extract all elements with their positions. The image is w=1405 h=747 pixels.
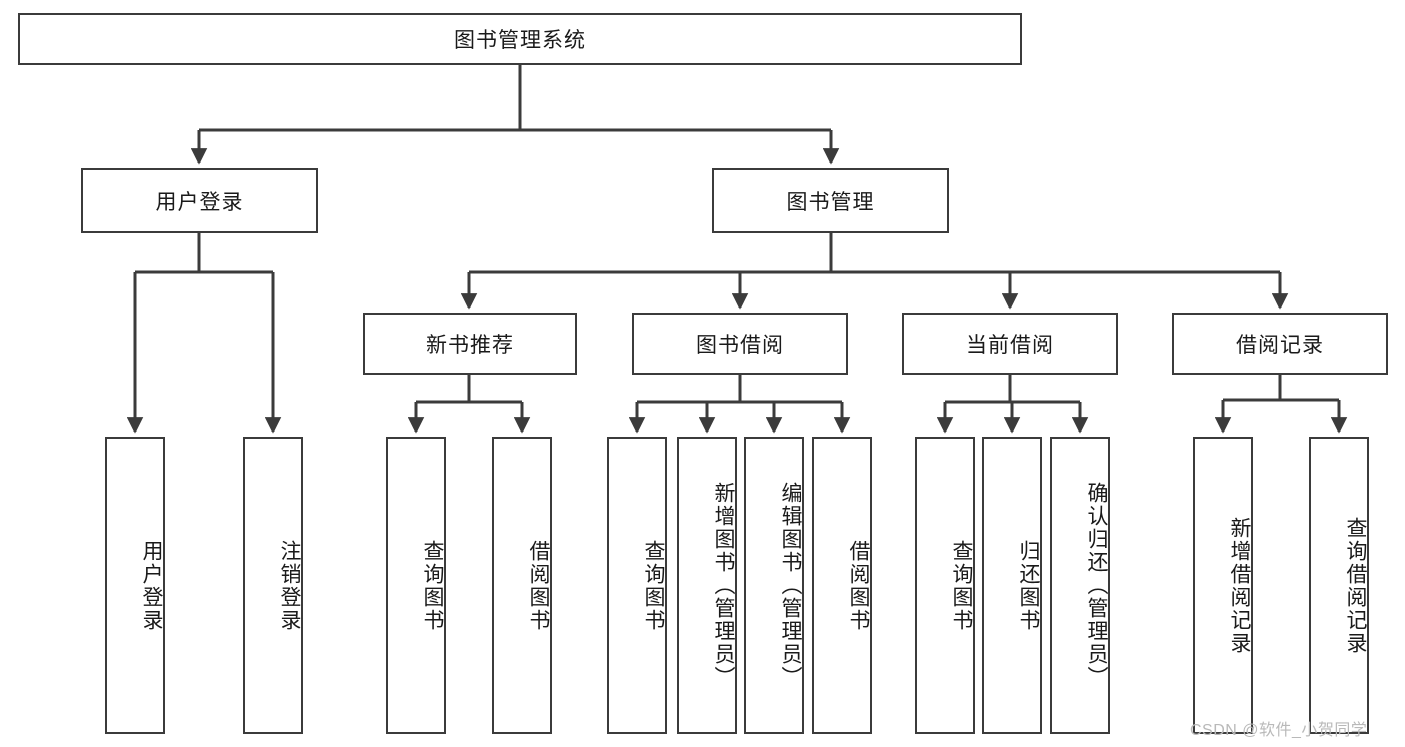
csdn-watermark: CSDN @软件_小贺同学 xyxy=(1190,722,1368,739)
node-leaf-query-book-3[interactable]: 查询图书 xyxy=(915,437,975,734)
node-leaf-borrow-book-2[interactable]: 借阅图书 xyxy=(812,437,872,734)
node-new-book-rec[interactable]: 新书推荐 xyxy=(363,313,577,375)
node-leaf-query-record-label: 查询借阅记录 xyxy=(1344,516,1367,655)
node-leaf-user-login-label: 用户登录 xyxy=(140,539,163,632)
node-leaf-add-book-label: 新增图书（管理员） xyxy=(712,482,735,689)
node-leaf-borrow-book-1[interactable]: 借阅图书 xyxy=(492,437,552,734)
node-book-borrow-label: 图书借阅 xyxy=(696,334,784,357)
node-leaf-edit-book[interactable]: 编辑图书（管理员） xyxy=(744,437,804,734)
node-leaf-confirm-return[interactable]: 确认归还（管理员） xyxy=(1050,437,1110,734)
node-leaf-add-record-label: 新增借阅记录 xyxy=(1228,516,1251,655)
node-leaf-query-book-2[interactable]: 查询图书 xyxy=(607,437,667,734)
node-borrow-record-label: 借阅记录 xyxy=(1236,334,1324,357)
node-book-manage[interactable]: 图书管理 xyxy=(712,168,949,233)
node-leaf-return-book[interactable]: 归还图书 xyxy=(982,437,1042,734)
node-leaf-query-book-1-label: 查询图书 xyxy=(421,539,444,632)
node-current-borrow-label: 当前借阅 xyxy=(966,334,1054,357)
node-new-book-rec-label: 新书推荐 xyxy=(426,334,514,357)
node-leaf-query-book-2-label: 查询图书 xyxy=(642,539,665,632)
node-leaf-add-book[interactable]: 新增图书（管理员） xyxy=(677,437,737,734)
node-root[interactable]: 图书管理系统 xyxy=(18,13,1022,65)
node-book-borrow[interactable]: 图书借阅 xyxy=(632,313,848,375)
node-leaf-query-book-3-label: 查询图书 xyxy=(950,539,973,632)
node-leaf-user-login[interactable]: 用户登录 xyxy=(105,437,165,734)
node-leaf-borrow-book-1-label: 借阅图书 xyxy=(527,539,550,632)
node-leaf-confirm-return-label: 确认归还（管理员） xyxy=(1085,482,1108,689)
node-leaf-logout[interactable]: 注销登录 xyxy=(243,437,303,734)
node-leaf-add-record[interactable]: 新增借阅记录 xyxy=(1193,437,1253,734)
node-leaf-return-book-label: 归还图书 xyxy=(1017,539,1040,632)
node-leaf-borrow-book-2-label: 借阅图书 xyxy=(847,539,870,632)
node-leaf-query-book-1[interactable]: 查询图书 xyxy=(386,437,446,734)
node-user-login[interactable]: 用户登录 xyxy=(81,168,318,233)
node-current-borrow[interactable]: 当前借阅 xyxy=(902,313,1118,375)
node-leaf-logout-label: 注销登录 xyxy=(278,539,301,632)
node-leaf-edit-book-label: 编辑图书（管理员） xyxy=(779,482,802,689)
node-book-manage-label: 图书管理 xyxy=(786,190,875,214)
node-root-label: 图书管理系统 xyxy=(454,29,586,52)
node-leaf-query-record[interactable]: 查询借阅记录 xyxy=(1309,437,1369,734)
node-borrow-record[interactable]: 借阅记录 xyxy=(1172,313,1388,375)
node-user-login-label: 用户登录 xyxy=(155,190,244,214)
